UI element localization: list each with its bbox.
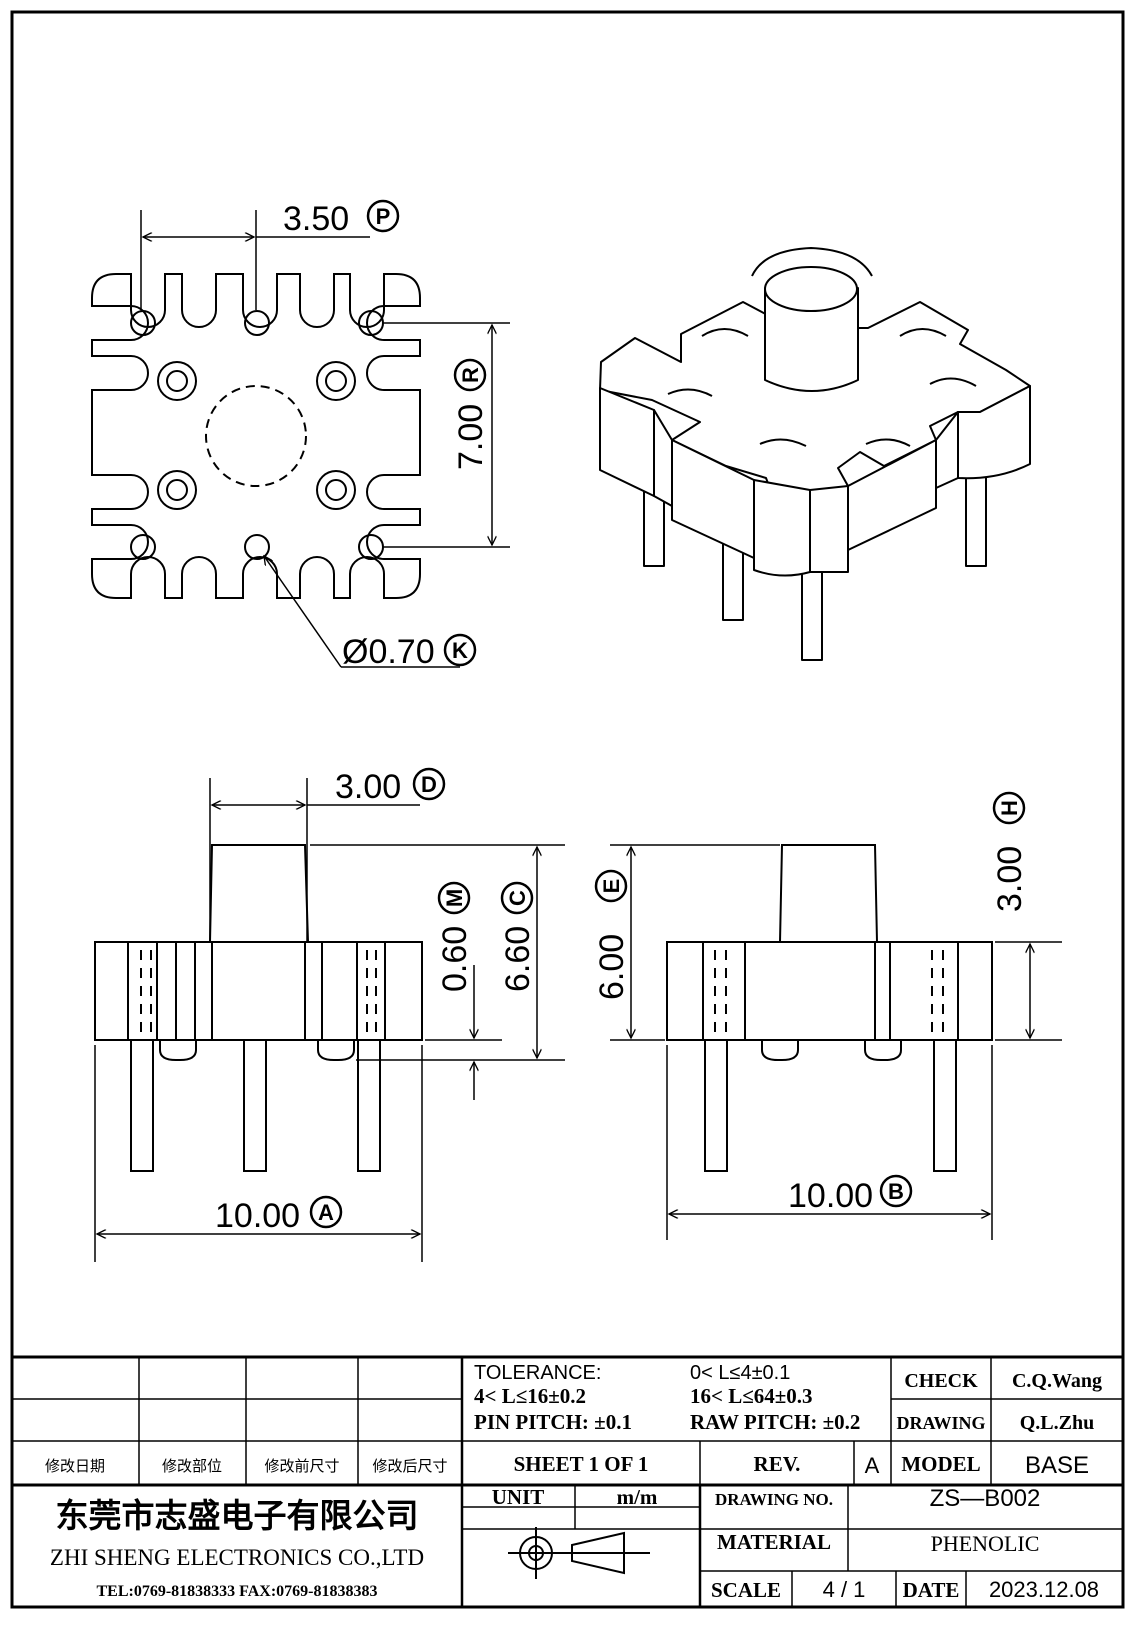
side-view: [666, 844, 993, 1172]
company-name-cn: 东莞市志盛电子有限公司: [56, 1497, 419, 1535]
dim-d-letter: D: [421, 772, 437, 797]
dimension-d: 3.00 D: [209, 767, 446, 942]
dim-k-letter: K: [452, 638, 468, 663]
company-contact: TEL:0769-81838333 FAX:0769-81838383: [96, 1583, 377, 1600]
rev-header-before: 修改前尺寸: [264, 1458, 339, 1475]
dim-p-value: 3.50: [283, 200, 349, 238]
projection-symbol: [508, 1527, 650, 1579]
iso-core: [764, 287, 859, 392]
dimension-m-c: 0.60 M 6.60 C: [310, 844, 565, 1100]
rev-header-after: 修改后尺寸: [372, 1458, 447, 1475]
rev-header-part: 修改部位: [162, 1458, 222, 1475]
drawing-value: Q.L.Zhu: [1020, 1412, 1094, 1434]
drawing-no-value: ZS—B002: [930, 1485, 1041, 1512]
dimension-p: 3.50 P: [140, 199, 400, 310]
material-value: PHENOLIC: [931, 1531, 1040, 1556]
dim-d-value: 3.00: [335, 768, 401, 806]
dim-h-value: 3.00: [991, 846, 1029, 912]
dimension-a: 10.00 A: [94, 1045, 423, 1262]
dim-e-value: 6.00: [593, 934, 631, 1000]
pin-hole: [130, 310, 156, 336]
tolerance-label: TOLERANCE:: [474, 1362, 601, 1384]
drawing-label: DRAWING: [896, 1413, 985, 1433]
boss-outer: [316, 470, 356, 510]
dim-a-value: 10.00: [215, 1197, 300, 1235]
scale-label: SCALE: [711, 1578, 781, 1602]
dim-k-value: Ø0.70: [342, 633, 435, 671]
pin-hole: [244, 534, 270, 560]
tolerance-2: 4< L≤16±0.2: [474, 1384, 586, 1408]
drawing-no-label: DRAWING NO.: [715, 1490, 833, 1509]
model-label: MODEL: [901, 1452, 980, 1476]
dimension-k: Ø0.70 K: [264, 556, 477, 671]
dim-h-letter: H: [997, 800, 1022, 816]
dim-r-letter: R: [458, 367, 483, 383]
isometric-view: [599, 247, 1031, 661]
boss-outer: [316, 361, 356, 401]
raw-pitch: RAW PITCH: ±0.2: [690, 1410, 860, 1434]
dimension-b: 10.00 B: [666, 1045, 993, 1240]
dimension-e-h: 6.00 E 3.00 H: [593, 791, 1062, 1041]
dim-m-value: 0.60: [436, 926, 474, 992]
front-view: [94, 844, 423, 1172]
hidden-core: [205, 385, 307, 487]
boss-inner: [325, 479, 347, 501]
dim-c-value: 6.60: [499, 926, 537, 992]
dim-b-letter: B: [888, 1179, 904, 1204]
top-view-outline: [91, 273, 421, 599]
dim-b-value: 10.00: [788, 1177, 873, 1215]
unit-label: UNIT: [492, 1485, 545, 1509]
title-block-text: 修改日期 修改部位 修改前尺寸 修改后尺寸 TOLERANCE: 0< L≤4±…: [45, 1362, 1102, 1602]
check-value: C.Q.Wang: [1012, 1370, 1102, 1392]
sheet-count: SHEET 1 OF 1: [514, 1452, 649, 1476]
dim-m-letter: M: [442, 889, 467, 907]
unit-value: m/m: [617, 1485, 658, 1509]
rev-value: A: [865, 1453, 880, 1478]
rev-header-date: 修改日期: [45, 1458, 105, 1475]
pin-hole: [244, 310, 270, 336]
rev-label: REV.: [754, 1452, 801, 1476]
sheet-border: [10, 10, 1125, 1609]
date-value: 2023.12.08: [989, 1577, 1099, 1602]
company-name-en: ZHI SHENG ELECTRONICS CO.,LTD: [50, 1545, 424, 1570]
model-value: BASE: [1025, 1452, 1089, 1479]
dimension-r: 7.00 R: [382, 322, 510, 548]
boss-inner: [325, 370, 347, 392]
tolerance-1: 0< L≤4±0.1: [690, 1362, 790, 1384]
pin-pitch: PIN PITCH: ±0.1: [474, 1410, 632, 1434]
material-label: MATERIAL: [717, 1530, 831, 1554]
dim-r-value: 7.00: [452, 404, 490, 470]
scale-value: 4 / 1: [823, 1577, 866, 1602]
boss-inner: [166, 370, 188, 392]
dim-p-letter: P: [376, 204, 391, 229]
boss-inner: [166, 479, 188, 501]
dim-c-letter: C: [505, 890, 530, 906]
top-view: [91, 273, 421, 599]
date-label: DATE: [903, 1578, 960, 1602]
check-label: CHECK: [904, 1370, 978, 1392]
pin-hole: [130, 534, 156, 560]
pin-hole: [358, 534, 384, 560]
dim-e-letter: E: [599, 879, 624, 894]
title-block: [12, 1355, 1123, 1607]
boss-outer: [157, 470, 197, 510]
dim-a-letter: A: [318, 1200, 334, 1225]
boss-outer: [157, 361, 197, 401]
tolerance-3: 16< L≤64±0.3: [690, 1384, 813, 1408]
